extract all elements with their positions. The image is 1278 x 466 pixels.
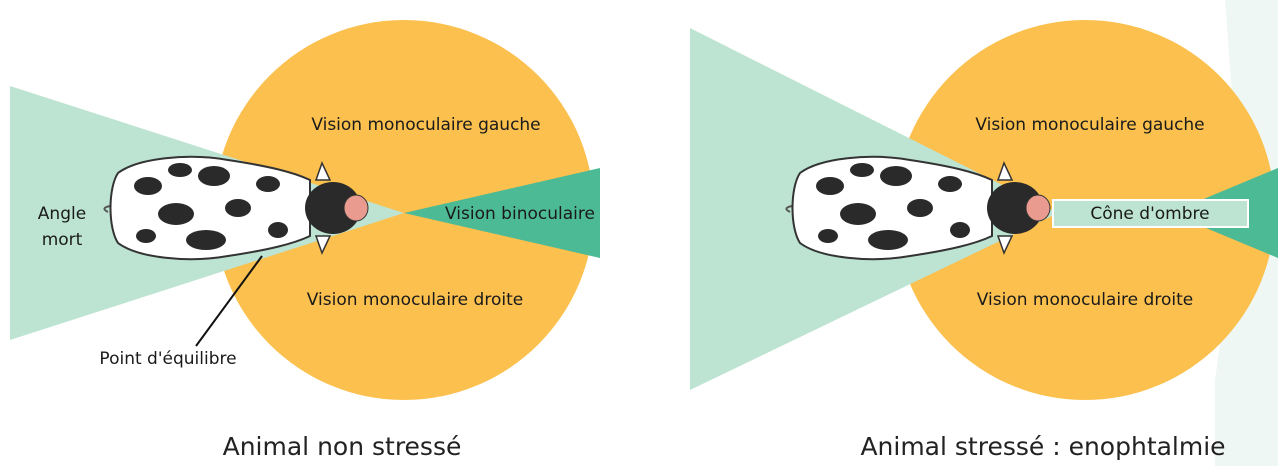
right-panel: Vision monoculaire gauche Vision monocul… — [690, 0, 1278, 466]
label-binocular: Vision binoculaire — [445, 204, 595, 224]
caption-left: Animal non stressé — [223, 432, 462, 461]
label-shadow-cone: Cône d'ombre — [1090, 204, 1209, 224]
label-right-mono: Vision monoculaire droite — [977, 290, 1193, 310]
binocular-zone — [404, 168, 600, 258]
label-blind-line2: mort — [42, 230, 83, 250]
label-blind-line1: Angle — [38, 204, 86, 224]
shadow-cone-box — [1052, 199, 1249, 228]
left-panel: Vision monoculaire gauche Vision monocul… — [10, 20, 600, 461]
caption-right: Animal stressé : enophtalmie — [860, 432, 1225, 461]
label-right-mono: Vision monoculaire droite — [307, 290, 523, 310]
label-left-mono: Vision monoculaire gauche — [311, 115, 540, 135]
label-left-mono: Vision monoculaire gauche — [975, 115, 1204, 135]
label-balance-point: Point d'équilibre — [99, 349, 236, 369]
monocular-circle — [214, 20, 594, 400]
balance-point-line — [195, 255, 263, 347]
